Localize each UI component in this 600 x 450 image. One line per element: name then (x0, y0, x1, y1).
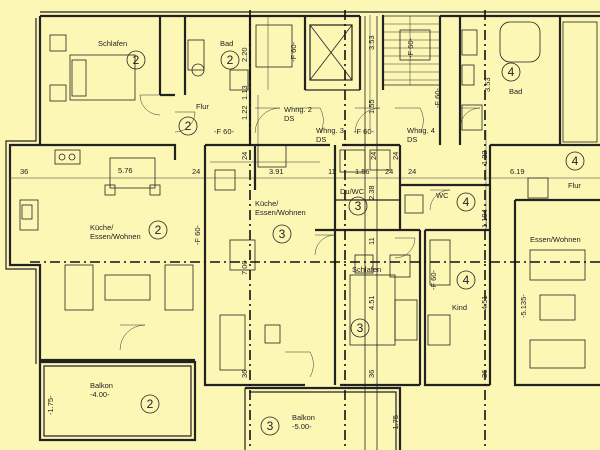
room-labels: Schlafen Bad Flur Küche/Essen/Wohnen Bal… (90, 39, 581, 431)
svg-text:4: 4 (508, 65, 515, 79)
dim-label: 36 (480, 370, 489, 378)
unit-marker: 2 (178, 116, 198, 136)
room-label: Flur (196, 102, 209, 111)
unit-marker: 3 (350, 318, 370, 338)
svg-text:2: 2 (185, 119, 192, 133)
dim-label: 7.00 (240, 260, 249, 275)
dim-label: 24 (391, 152, 400, 160)
walls (5, 11, 600, 450)
dim-label: 24 (369, 152, 378, 160)
room-label: Bad (509, 87, 522, 96)
dim-label: 4.51 (367, 295, 376, 310)
dimension-lines (10, 15, 600, 230)
room-label: Schlafen (352, 265, 381, 274)
unit-markers: 2 2 2 2 2 3 3 3 3 4 4 4 4 (126, 50, 585, 436)
svg-text:4: 4 (463, 273, 470, 287)
dim-label: 36 (240, 370, 249, 378)
dim-label: -1.75- (46, 395, 55, 415)
door-swings (119, 94, 481, 378)
dim-label: 1.13 (240, 85, 249, 100)
dim-label: 36 (20, 167, 28, 176)
dim-label: 2.20 (240, 47, 249, 62)
furniture (19, 21, 598, 371)
unit-marker: 2 (220, 50, 240, 70)
room-label: Balkon-4.00- (90, 381, 113, 399)
svg-text:3: 3 (279, 227, 286, 241)
room-label: Bad (220, 39, 233, 48)
room-label: Kind (452, 303, 467, 312)
room-label: Schlafen (98, 39, 127, 48)
dim-label: 6.19 (510, 167, 525, 176)
dim-label: -F 60- (406, 37, 415, 58)
unit-marker: 4 (456, 270, 476, 290)
room-label: Essen/Wohnen (530, 235, 581, 244)
svg-text:3: 3 (355, 199, 362, 213)
unit-marker: 2 (126, 50, 146, 70)
dim-label: 24 (385, 167, 393, 176)
room-label: Küche/Essen/Wohnen (90, 223, 141, 241)
svg-text:3: 3 (357, 321, 364, 335)
dim-label: 1.194 (480, 209, 489, 228)
unit-marker: 4 (456, 192, 476, 212)
unit-marker: 4 (501, 62, 521, 82)
dim-label: 1.56 (355, 167, 370, 176)
unit-marker: 3 (272, 224, 292, 244)
dimension-labels: 2.20 -F 60- 3.53 -F 60- 3.53 -F 60- 1.22… (20, 35, 528, 432)
staircase (364, 15, 441, 450)
dim-label: -F 60- (214, 127, 235, 136)
svg-text:2: 2 (133, 53, 140, 67)
dim-label: 4.51 (480, 295, 489, 310)
dim-label: -F 60- (289, 41, 298, 62)
dim-label: 1.22 (240, 105, 249, 120)
room-label: WC (436, 191, 449, 200)
dim-label: -F 60- (433, 87, 442, 108)
dim-label: 24 (240, 152, 249, 160)
axis-lines (30, 10, 600, 450)
dim-label: -F 60- (193, 224, 202, 245)
unit-marker: 2 (148, 220, 168, 240)
svg-text:2: 2 (227, 53, 234, 67)
dim-label: 11 (367, 237, 376, 245)
unit-marker: 4 (565, 151, 585, 171)
svg-text:3: 3 (267, 419, 274, 433)
svg-text:4: 4 (572, 154, 579, 168)
dim-label: 2.38 (367, 185, 376, 200)
dim-label: -1.75- (391, 412, 400, 432)
svg-text:2: 2 (155, 223, 162, 237)
unit-marker: 2 (140, 394, 160, 414)
dim-label: 24 (192, 167, 200, 176)
dim-label: 24 (408, 167, 416, 176)
dim-label: -F 60- (354, 127, 375, 136)
dim-label: 36 (367, 370, 376, 378)
dim-label: 11 (328, 167, 336, 176)
svg-text:2: 2 (147, 397, 154, 411)
room-label: Flur (568, 181, 581, 190)
unit-marker: 3 (260, 416, 280, 436)
svg-text:4: 4 (463, 195, 470, 209)
dim-label: 5.76 (118, 166, 133, 175)
dim-label: 3.53 (367, 35, 376, 50)
unit-marker: 3 (348, 196, 368, 216)
room-label: Küche/Essen/Wohnen (255, 199, 306, 217)
dim-label: 1.55 (367, 99, 376, 114)
dim-label: 1.22 (480, 150, 489, 165)
dim-label: 3.53 (483, 77, 492, 92)
dim-label: -F 60- (429, 269, 438, 290)
dim-label: -5.135- (519, 294, 528, 318)
dim-label: 3.91 (269, 167, 284, 176)
room-label: Balkon-5.00- (292, 413, 315, 431)
room-label: Du/WC (340, 187, 365, 196)
